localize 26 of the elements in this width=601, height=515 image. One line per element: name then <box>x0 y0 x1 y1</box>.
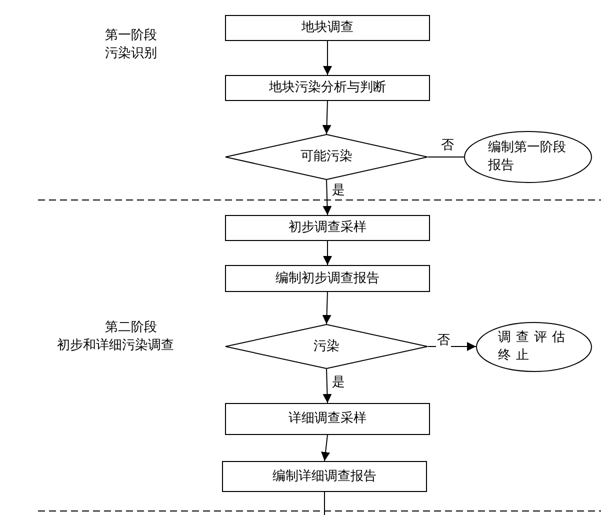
process-box: 详细调查采样 <box>225 403 430 435</box>
edge-label: 是 <box>331 183 346 198</box>
edge-label: 是 <box>331 375 346 390</box>
process-box: 初步调查采样 <box>225 215 430 241</box>
process-box: 地块调查 <box>225 15 430 41</box>
arrow <box>323 40 332 76</box>
arrow <box>323 240 332 266</box>
stage-label: 初步和详细污染调查 <box>57 338 174 354</box>
arrow <box>322 180 332 216</box>
decision-diamond: 可能污染 <box>225 134 428 180</box>
stage-label: 污染识别 <box>105 46 157 62</box>
arrow <box>322 368 332 404</box>
terminal-ellipse: 编制第一阶段报告 <box>464 131 592 183</box>
terminal-ellipse: 调查评估终止 <box>476 322 592 372</box>
process-box: 地块污染分析与判断 <box>225 75 430 101</box>
process-box: 编制详细调查报告 <box>222 461 427 492</box>
arrow <box>322 292 332 324</box>
edge-label: 否 <box>436 333 451 348</box>
stage-label: 第一阶段 <box>105 28 157 44</box>
decision-diamond: 污染 <box>225 324 428 369</box>
arrow <box>321 434 330 462</box>
arrow <box>428 342 476 351</box>
process-box: 编制初步调查报告 <box>225 265 430 292</box>
arrow <box>322 100 332 134</box>
stage-label: 第二阶段 <box>105 320 157 336</box>
edge-label: 否 <box>440 138 455 153</box>
